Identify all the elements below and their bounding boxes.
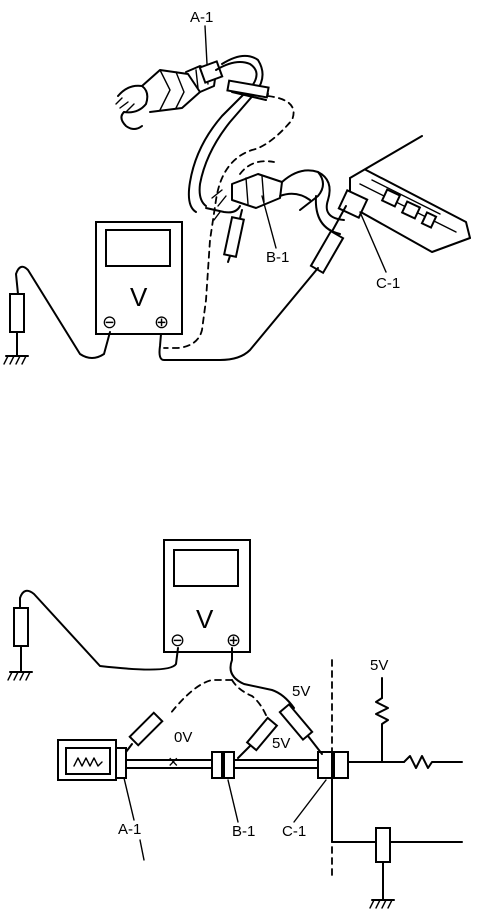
label-b1-top: B-1: [266, 249, 289, 266]
negative-terminal: ⊖: [102, 312, 117, 332]
probe-a1-bottom: [125, 711, 164, 753]
voltmeter-symbol-bottom: V: [196, 604, 214, 634]
label-a1-bottom: A-1: [118, 821, 141, 838]
reading-5v-right: 5V: [292, 683, 310, 700]
probe-b1-bottom: [237, 716, 279, 759]
sensor-a1-drawing: [115, 60, 224, 130]
positive-terminal: ⊕: [154, 312, 169, 332]
probe-a1: [163, 79, 295, 349]
ground-icon: [3, 355, 29, 365]
negative-terminal-bottom: ⊖: [170, 630, 185, 650]
positive-terminal-bottom: ⊕: [226, 630, 241, 650]
reading-5v-mid: 5V: [272, 735, 290, 752]
label-b1-bottom: B-1: [232, 823, 255, 840]
ground-icon-circuit: [369, 899, 395, 909]
open-circuit-mark: ×: [168, 752, 179, 772]
bottom-schematic-figure: V ⊖ ⊕ ×: [7, 539, 463, 909]
reading-5v-supply: 5V: [370, 657, 388, 674]
voltmeter-bottom: V ⊖ ⊕: [163, 539, 251, 653]
connector-c1-symbol: [317, 751, 349, 779]
voltmeter-top: V ⊖ ⊕: [3, 221, 183, 365]
connector-b1-symbol: [211, 751, 235, 779]
reading-0v: 0V: [174, 729, 192, 746]
label-c1-bottom: C-1: [282, 823, 306, 840]
voltmeter-symbol: V: [130, 282, 148, 312]
probe-c1-bottom: [278, 702, 323, 755]
ecu-c1-drawing: [158, 135, 471, 361]
harness-b1-c1: [314, 171, 345, 235]
connector-b1-drawing: [211, 160, 324, 263]
label-a1-top: A-1: [190, 9, 213, 26]
ground-icon-meter: [7, 671, 33, 681]
label-c1-top: C-1: [376, 275, 400, 292]
harness-a1-b1: [187, 54, 264, 214]
sensor-a1-symbol: [57, 739, 127, 781]
top-pictorial-figure: V ⊖ ⊕ A-1 B-1 C-1: [3, 9, 471, 365]
